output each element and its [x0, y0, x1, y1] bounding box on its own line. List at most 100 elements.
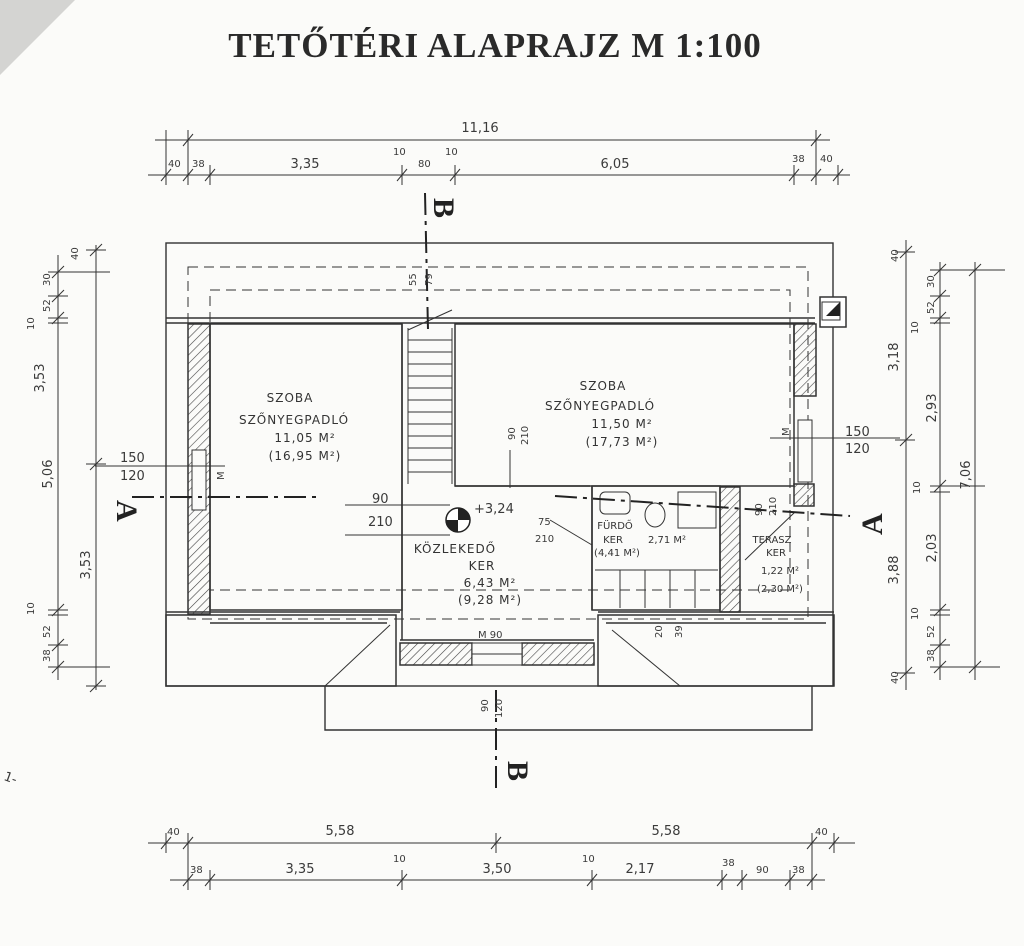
section-lines — [132, 192, 851, 790]
dim-right: 3,88 — [887, 556, 902, 585]
dim-top: 10 — [393, 147, 406, 158]
dim-door: 210 — [535, 534, 554, 545]
dim-bottom: 10 — [582, 854, 595, 865]
room-name: FÜRDŐ — [597, 518, 633, 532]
dim-bottom: 3,35 — [286, 862, 315, 877]
dim-left: 3,53 — [33, 364, 48, 393]
room-floor: SZŐNYEGPADLÓ — [239, 412, 349, 427]
dim-door: 210 — [368, 515, 393, 530]
dim-bottom: 40 — [815, 827, 828, 838]
dim-top: 40 — [820, 154, 833, 165]
dim-right: 52 — [926, 301, 937, 314]
dim-top: 3,35 — [291, 157, 320, 172]
room-area-gross: (2,30 M²) — [757, 584, 803, 595]
dim-left: 52 — [42, 625, 53, 638]
dim-top: 38 — [192, 159, 205, 170]
dim-door: 90 — [754, 503, 765, 516]
dim-door: 90 — [372, 492, 389, 507]
dim-window: 120 — [845, 442, 870, 457]
room-area-gross: (17,73 M²) — [586, 435, 659, 449]
room-area-gross: (16,95 M²) — [269, 449, 342, 463]
dim-stair: 55 — [408, 273, 419, 286]
bottom-dimension-lines — [148, 833, 855, 890]
openings — [191, 301, 841, 687]
leader-lines — [95, 437, 900, 546]
dim-total-width: 11,16 — [461, 121, 498, 136]
dim-right: 10 — [910, 607, 921, 620]
dim-left: 5,06 — [41, 460, 56, 489]
room-floor: KER — [766, 548, 786, 559]
dim-right: 7,06 — [959, 461, 974, 490]
dim-top: 10 — [445, 147, 458, 158]
dim-top: 80 — [418, 159, 431, 170]
room-area-gross: (4,41 M²) — [594, 548, 640, 559]
room-name: TERASZ — [751, 535, 791, 546]
dim-door: M 90 — [478, 630, 503, 641]
room-floor: SZŐNYEGPADLÓ — [545, 398, 655, 413]
dim-right: 3,18 — [887, 343, 902, 372]
dim-bottom: 3,50 — [483, 862, 512, 877]
room-name: SZOBA — [267, 391, 314, 405]
dim-top: 6,05 — [601, 157, 630, 172]
dim-window: 120 — [120, 469, 145, 484]
dim-bottom: 38 — [190, 865, 203, 876]
dim-right: 52 — [926, 625, 937, 638]
room-area-gross: (9,28 M²) — [458, 593, 522, 607]
dim-right: 10 — [912, 481, 923, 494]
room-area: 1,22 M² — [761, 566, 799, 577]
dim-top: 40 — [168, 159, 181, 170]
level-marker-icon — [445, 507, 471, 533]
section-label-a-left: A — [110, 500, 143, 522]
room-name: SZOBA — [580, 379, 627, 393]
dim-bottom: 5,58 — [326, 824, 355, 839]
room-name: KÖZLEKEDŐ — [414, 540, 496, 556]
interior-lines — [165, 323, 835, 687]
dim-window: 39 — [674, 625, 685, 638]
room-area: 11,50 M² — [591, 417, 652, 431]
dim-right: 10 — [910, 321, 921, 334]
dim-right: 30 — [926, 275, 937, 288]
dim-window: 120 — [494, 699, 505, 718]
room-floor: KER — [469, 559, 496, 573]
dim-window: 90 — [480, 699, 491, 712]
dim-left: 30 — [42, 273, 53, 286]
dim-right: 40 — [890, 249, 901, 262]
dim-window: M — [216, 471, 227, 480]
dim-door: 75 — [538, 517, 551, 528]
dim-bottom: 5,58 — [652, 824, 681, 839]
margin-mark: 1- — [2, 769, 20, 788]
dim-bottom: 40 — [167, 827, 180, 838]
dim-door: 210 — [520, 426, 531, 445]
page-title: TETŐTÉRI ALAPRAJZ M 1:100 — [228, 26, 762, 65]
dim-top: 38 — [792, 154, 805, 165]
section-label-b-bottom: B — [501, 761, 534, 781]
dim-left: 52 — [42, 299, 53, 312]
dim-door: 210 — [768, 497, 779, 516]
dim-door: 90 — [507, 427, 518, 440]
dim-right: 38 — [926, 649, 937, 662]
room-floor: KER — [603, 535, 623, 546]
dim-bottom: 2,17 — [626, 862, 655, 877]
room-area: 2,71 M² — [648, 535, 686, 546]
dim-window: 20 — [654, 625, 665, 638]
left-dimension-lines — [48, 243, 110, 693]
dim-right: 2,93 — [925, 394, 940, 423]
staircase — [407, 309, 453, 484]
top-dimension-lines — [148, 130, 850, 185]
page-corner-fold — [0, 0, 75, 75]
dim-window: 150 — [845, 425, 870, 440]
dim-left: 40 — [70, 247, 81, 260]
dim-right: 40 — [890, 671, 901, 684]
bathroom-fixtures — [595, 491, 718, 608]
dim-window: 150 — [120, 451, 145, 466]
dim-right: 2,03 — [925, 534, 940, 563]
dim-stair: 79 — [424, 273, 435, 286]
dim-left: 10 — [26, 317, 37, 330]
room-area: 6,43 M² — [464, 576, 517, 590]
dim-left: 10 — [26, 602, 37, 615]
dim-bottom: 10 — [393, 854, 406, 865]
dim-bottom: 38 — [722, 858, 735, 869]
dim-bottom: 90 — [756, 865, 769, 876]
dim-left: 3,53 — [79, 551, 94, 580]
